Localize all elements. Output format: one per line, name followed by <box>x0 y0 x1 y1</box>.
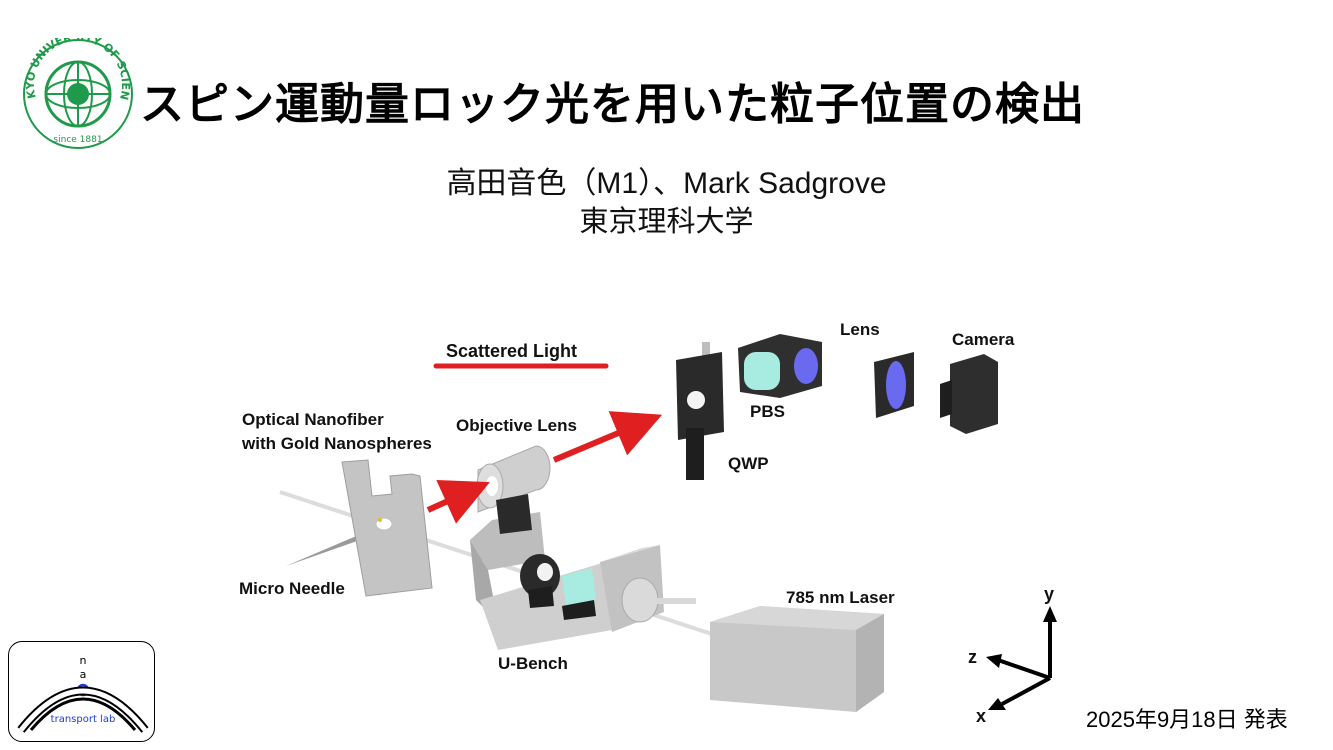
label-qwp: QWP <box>728 454 769 473</box>
university-since-text: since 1881 <box>53 135 102 145</box>
camera-shape <box>940 354 998 434</box>
authors: 高田音色（M1）、Mark Sadgrove <box>446 167 887 200</box>
axis-label-y: y <box>1044 584 1055 604</box>
scatter-arrow-2 <box>552 411 663 463</box>
qwp-shape <box>676 342 724 480</box>
scatter-arrow-1 <box>426 479 490 524</box>
axis-label-z: z <box>968 647 977 667</box>
label-scattered-light: Scattered Light <box>446 341 578 361</box>
label-camera: Camera <box>952 330 1015 349</box>
university-logo: TOKYO UNIVERSITY OF SCIENCE since 1881 <box>17 28 134 154</box>
label-optical-nanofiber-2: with Gold Nanospheres <box>242 434 432 453</box>
label-micro-needle: Micro Needle <box>239 579 345 598</box>
lab-name-text: transport lab <box>51 714 116 725</box>
pbs-shape <box>738 334 822 398</box>
label-laser: 785 nm Laser <box>786 588 895 607</box>
label-optical-nanofiber-1: Optical Nanofiber <box>242 410 384 429</box>
label-pbs: PBS <box>750 402 785 421</box>
micro-needle-shape <box>286 528 377 566</box>
label-u-bench: U-Bench <box>498 654 568 673</box>
lab-letter-n: n <box>80 654 87 667</box>
lab-logo: n a transport lab <box>8 641 155 742</box>
presentation-date: 2025年9月18日 発表 <box>1086 707 1288 732</box>
laser-shape <box>710 606 884 712</box>
affiliation: 東京理科大学 <box>579 204 754 238</box>
slide-title: スピン運動量ロック光を用いた粒子位置の検出 <box>140 79 1085 130</box>
lens-shape <box>874 352 914 418</box>
axes-icon <box>986 606 1057 710</box>
label-objective-lens: Objective Lens <box>456 416 577 435</box>
label-lens: Lens <box>840 320 880 339</box>
lab-letter-a: a <box>80 668 87 681</box>
axis-label-x: x <box>976 706 987 726</box>
